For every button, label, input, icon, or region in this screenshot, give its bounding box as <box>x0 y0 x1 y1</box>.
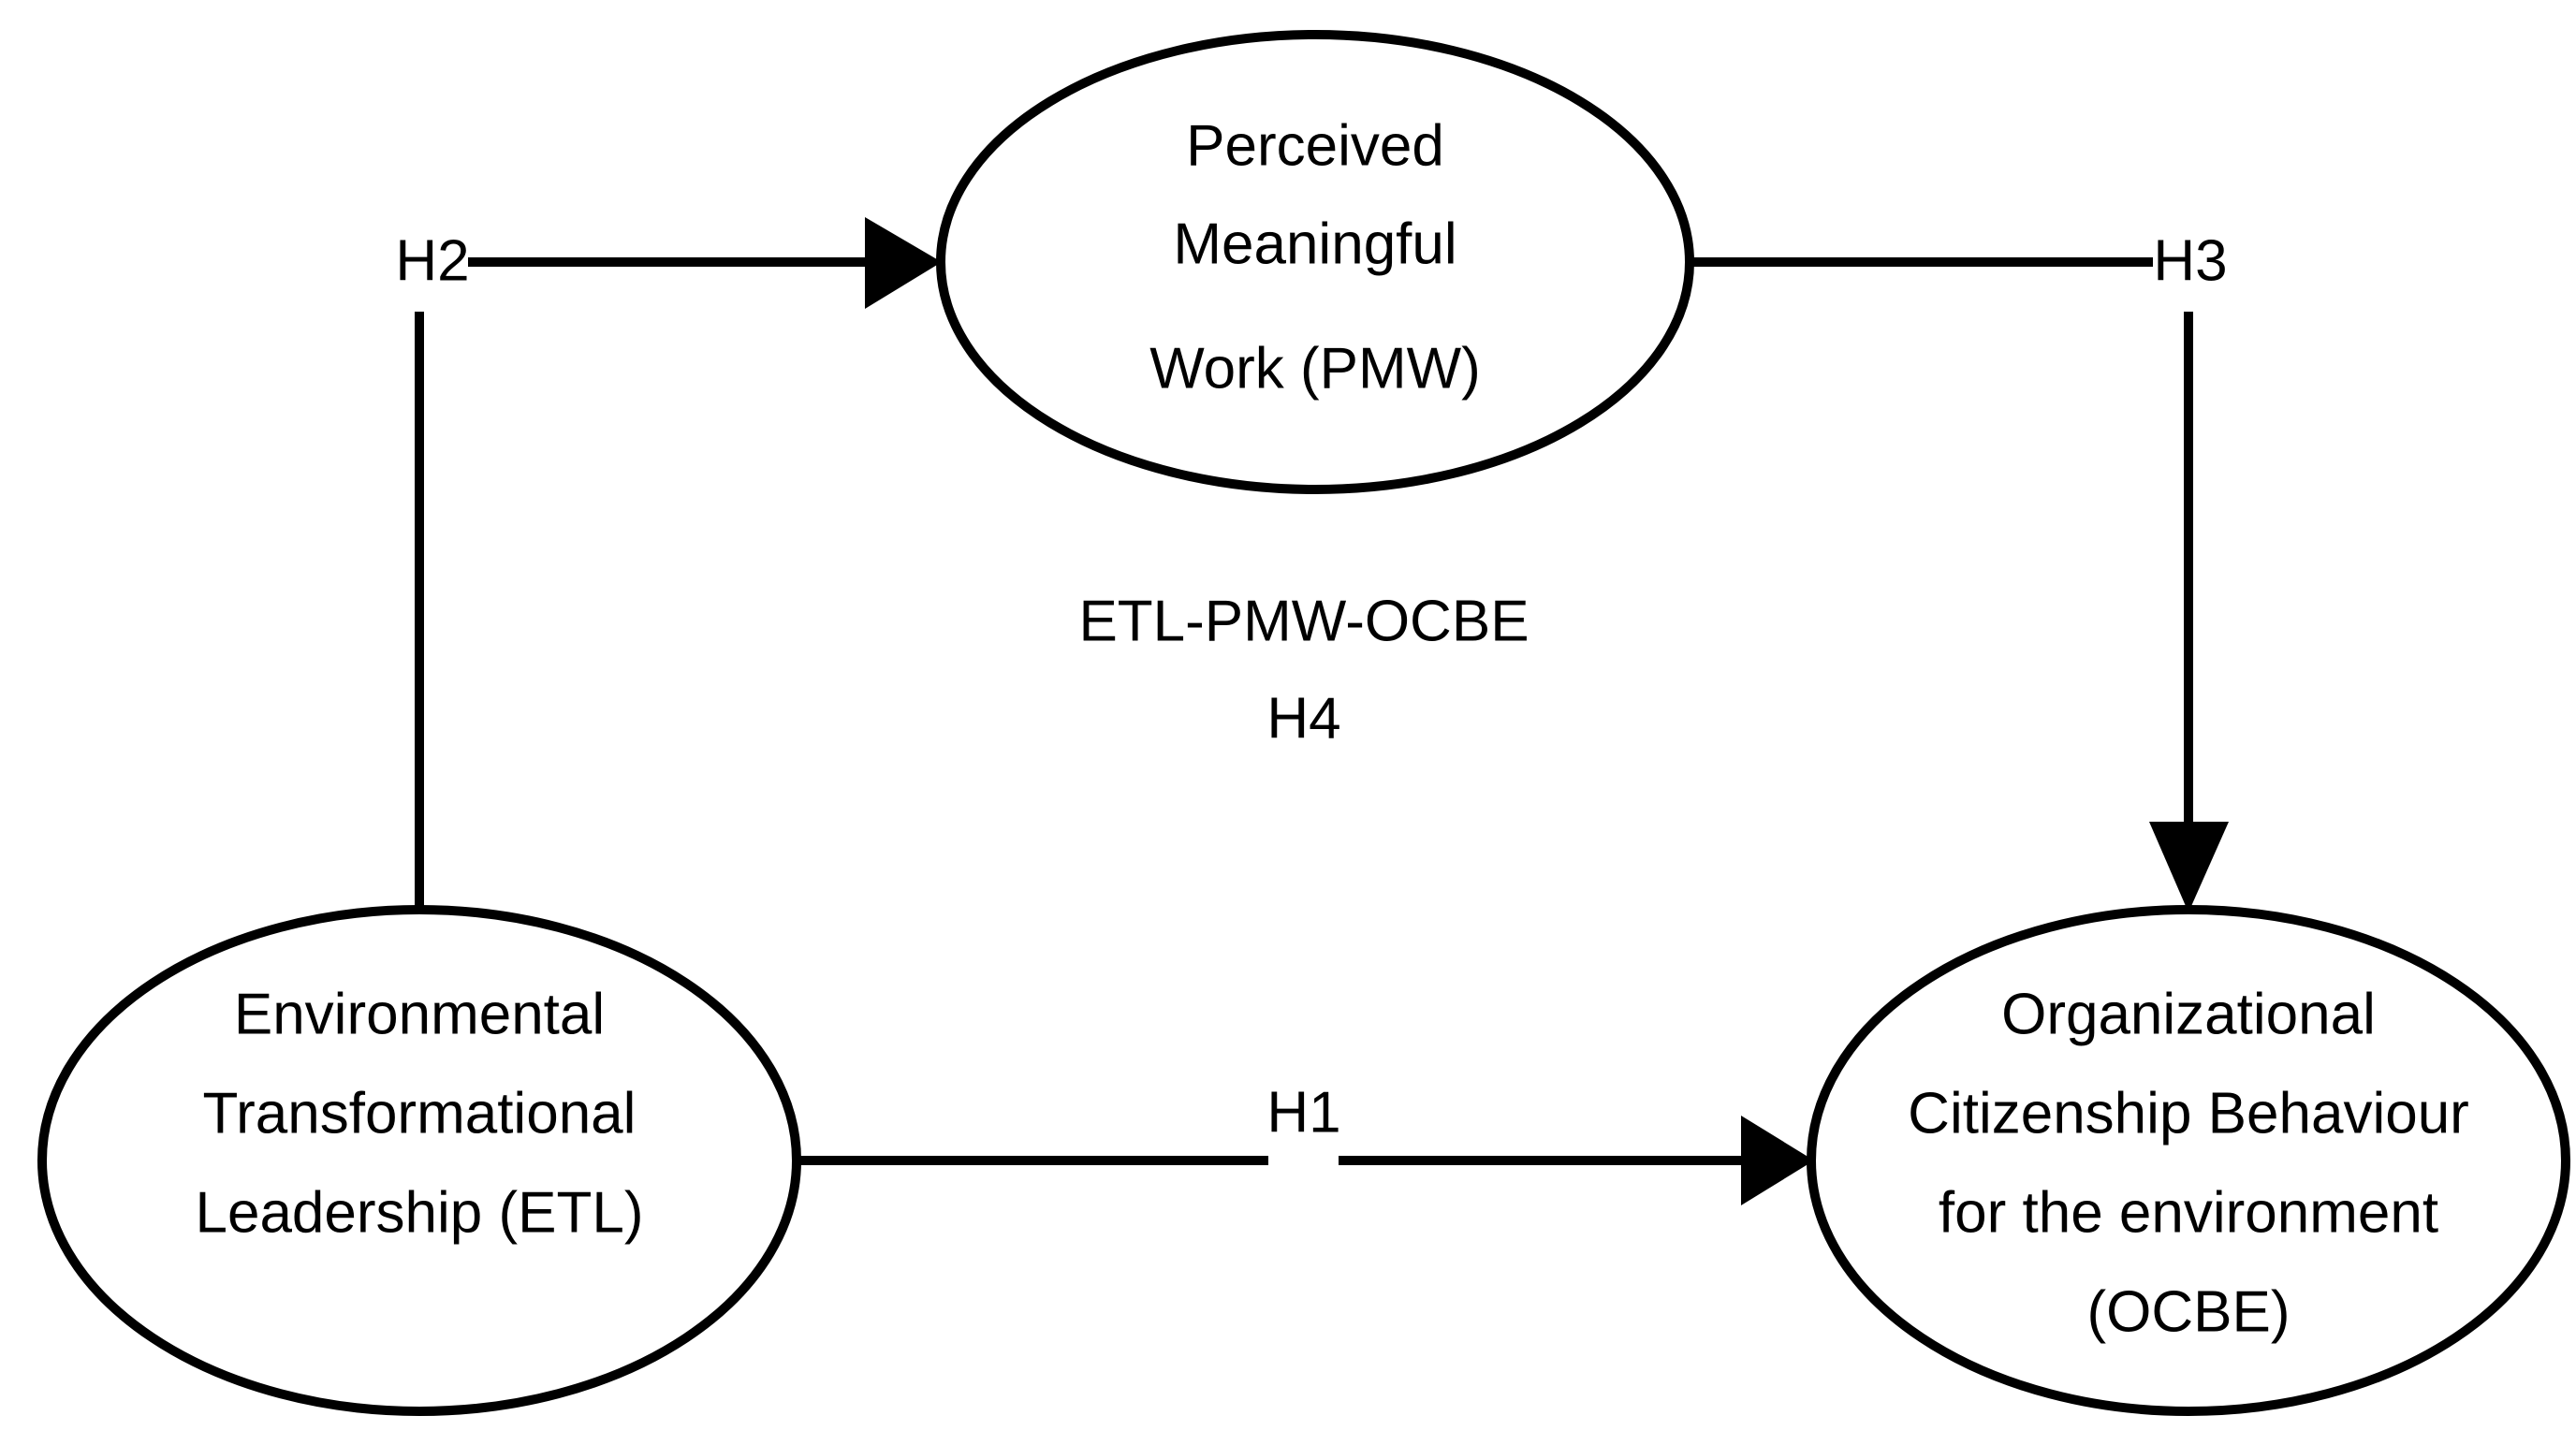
h3-label: H3 <box>2153 228 2227 293</box>
h2-label: H2 <box>395 228 469 293</box>
h4-label: H4 <box>1266 686 1340 751</box>
pmw-label-line-1: Perceived <box>1186 113 1444 178</box>
h1-arrowhead <box>1741 1116 1814 1205</box>
pmw-label-line-3: Work (PMW) <box>1149 336 1481 401</box>
pmw-label-line-2: Meaningful <box>1173 212 1456 276</box>
ocbe-node <box>1807 905 2570 1416</box>
ocbe-label-line-1: Organizational <box>2001 982 2376 1046</box>
ocbe-label-line-2: Citizenship Behaviour <box>1908 1081 2469 1146</box>
etl-label-line-3: Leadership (ETL) <box>195 1180 643 1245</box>
h4-path-label: ETL-PMW-OCBE <box>1078 589 1529 653</box>
h1-label: H1 <box>1266 1080 1340 1145</box>
h3-arrowhead <box>2149 822 2229 912</box>
ocbe-label-line-3: for the environment <box>1939 1180 2438 1245</box>
ocbe-label-line-4: (OCBE) <box>2087 1279 2291 1344</box>
etl-node <box>37 905 801 1416</box>
etl-label-line-1: Environmental <box>234 982 605 1046</box>
pmw-node <box>936 30 1694 494</box>
h2-arrowhead <box>865 217 942 309</box>
etl-label-line-2: Transformational <box>203 1081 637 1146</box>
